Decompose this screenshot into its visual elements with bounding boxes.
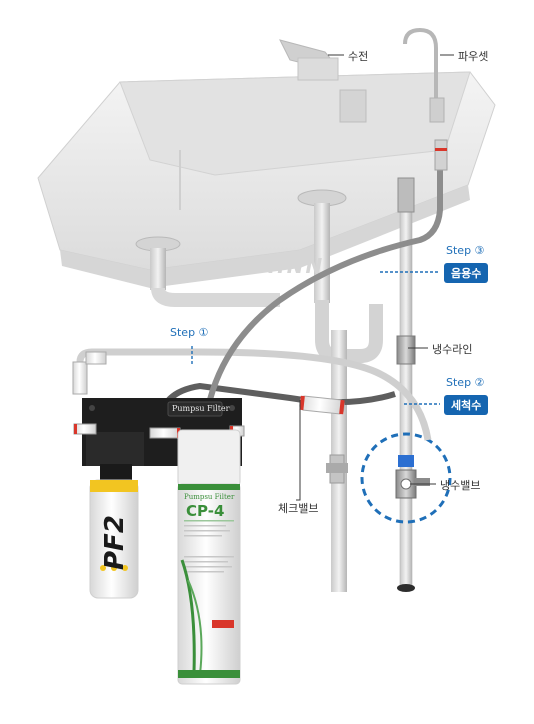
drain-left [135, 236, 280, 307]
main-faucet [279, 39, 367, 123]
filter-right-head [177, 429, 241, 487]
head-plate-brand: Pumpsu Filter [172, 404, 230, 413]
label-check-valve: 체크밸브 [278, 502, 319, 515]
label-faucet-main: 수전 [348, 50, 369, 63]
sink [37, 71, 496, 288]
filter-left-model: PF2 [100, 515, 130, 570]
watermark: HNN [268, 254, 325, 278]
step-2-tag: 세척수 [444, 395, 489, 415]
filter-right-cp4 [177, 483, 241, 685]
filter-left-pf2 [89, 479, 139, 599]
center-valve [326, 454, 348, 484]
valve-highlight-circle [360, 432, 452, 524]
filter-right-model: CP-4 [186, 502, 225, 520]
cold-water-valve [395, 455, 430, 499]
label-faucet-drink: 파우셋 [458, 50, 489, 63]
drinking-faucet [403, 27, 445, 123]
step-3-label: Step ③ [446, 244, 485, 257]
filter-right-brand: Pumpsu Filter [184, 493, 235, 501]
leader-lines [296, 54, 454, 501]
step-3-tag: 음용수 [444, 263, 489, 283]
label-cold-line: 냉수라인 [432, 343, 473, 356]
step-1-label: Step ① [170, 326, 209, 339]
step-leader-lines [191, 271, 440, 405]
step-2-label: Step ② [446, 376, 485, 389]
check-valve [299, 395, 345, 415]
elbow-fittings [72, 351, 107, 395]
label-cold-valve: 냉수밸브 [440, 479, 481, 492]
